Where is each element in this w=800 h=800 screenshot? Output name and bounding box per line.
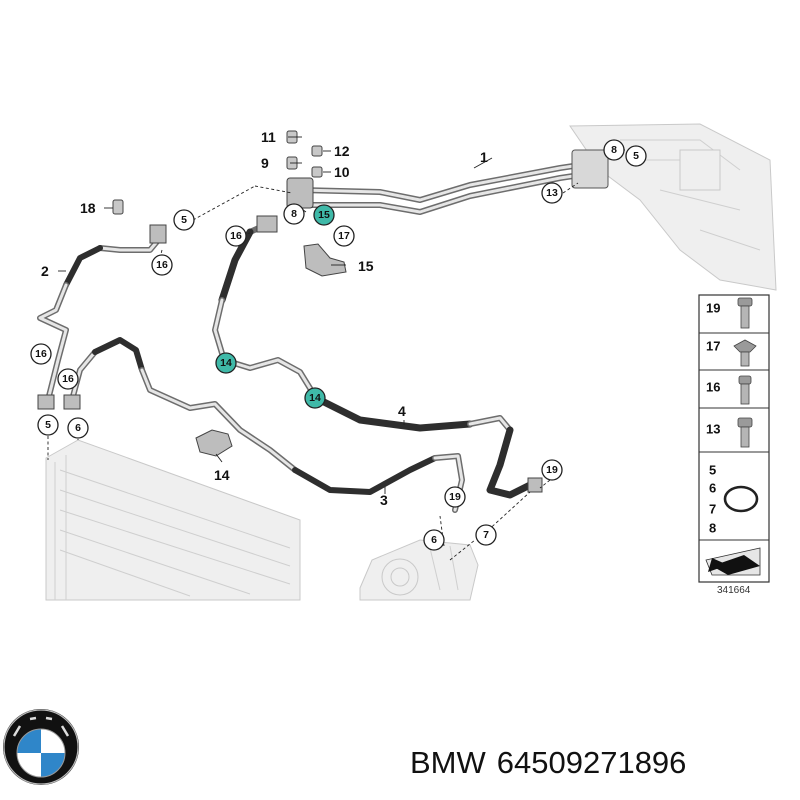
legend-panel: 19 17 16 13 5 6 7 8	[698, 294, 770, 583]
callout-7: 7	[475, 524, 497, 546]
callout-16-left-upper: 16	[151, 254, 173, 276]
label-10: 10	[334, 164, 350, 180]
label-12: 12	[334, 143, 350, 159]
bolt-13-icon	[737, 417, 753, 448]
label-15-bracket: 15	[358, 258, 374, 274]
bracket-14	[195, 429, 233, 457]
callout-14-lower: 14	[304, 387, 326, 409]
svg-text:17: 17	[338, 230, 350, 242]
callout-14-upper: 14	[215, 352, 237, 374]
bolt-19-icon	[737, 297, 753, 329]
leader-lines	[47, 136, 625, 561]
callout-8-top: 8	[283, 203, 305, 225]
svg-text:14: 14	[220, 357, 232, 369]
callout-16-left-lower: 16	[57, 368, 79, 390]
pipe-1	[286, 149, 609, 215]
label-1: 1	[480, 149, 488, 165]
label-18: 18	[80, 200, 96, 216]
callout-13: 13	[541, 182, 563, 204]
callout-19-right: 19	[541, 459, 563, 481]
callout-19-center: 19	[444, 486, 466, 508]
callout-6-compressor: 6	[423, 529, 445, 551]
svg-text:8: 8	[291, 208, 297, 220]
svg-text:14: 14	[309, 392, 321, 404]
label-14-bracket: 14	[214, 467, 230, 483]
callout-5-left: 5	[37, 414, 59, 436]
callout-circles: 5 5 5 6 6 7 8 8	[30, 139, 647, 551]
hose-4	[212, 215, 543, 499]
callout-8-firewall: 8	[603, 139, 625, 161]
label-2: 2	[41, 263, 49, 279]
svg-text:6: 6	[75, 422, 81, 434]
direction-arrow-icon	[705, 547, 761, 576]
part-number: 64509271896	[496, 745, 687, 780]
svg-text:16: 16	[35, 348, 47, 360]
callout-15: 15	[313, 204, 335, 226]
svg-text:16: 16	[230, 230, 242, 242]
svg-text:5: 5	[181, 214, 187, 226]
callout-16-top: 16	[225, 225, 247, 247]
svg-text:6: 6	[431, 534, 437, 546]
callout-17: 17	[333, 225, 355, 247]
callout-16-left: 16	[30, 343, 52, 365]
label-3: 3	[380, 492, 388, 508]
svg-text:19: 19	[546, 464, 558, 476]
svg-text:7: 7	[483, 529, 489, 541]
radiator-ghost	[45, 439, 301, 601]
legend-17: 17	[706, 339, 720, 354]
legend-16: 16	[706, 380, 720, 395]
callout-6-left: 6	[67, 417, 89, 439]
compressor-ghost	[359, 539, 479, 601]
svg-text:16: 16	[62, 373, 74, 385]
reference-number: 341664	[717, 585, 751, 596]
pipe-2	[37, 224, 167, 410]
svg-text:13: 13	[546, 187, 558, 199]
callout-5-top: 5	[173, 209, 195, 231]
bolt-16-icon	[738, 375, 752, 405]
brand-name: BMW	[410, 745, 486, 780]
callout-5-firewall: 5	[625, 145, 647, 167]
part-labels: 1 2 3 4 9 10 11 12 14 15 18	[41, 129, 488, 508]
svg-text:8: 8	[611, 144, 617, 156]
svg-text:19: 19	[449, 491, 461, 503]
svg-text:5: 5	[45, 419, 51, 431]
legend-ring-8: 8	[709, 521, 716, 536]
svg-text:5: 5	[633, 150, 639, 162]
legend-ring-6: 6	[709, 481, 716, 496]
legend-ring-5: 5	[709, 463, 716, 478]
svg-text:15: 15	[318, 209, 330, 221]
legend-19: 19	[706, 301, 720, 316]
label-4: 4	[398, 403, 406, 419]
bmw-roundel-logo	[3, 709, 79, 785]
legend-ring-7: 7	[709, 502, 716, 517]
bracket-15	[303, 243, 347, 277]
firewall-ghost	[569, 123, 777, 291]
o-ring-icon	[723, 485, 759, 513]
part-caption: BMW 64509271896	[410, 738, 795, 788]
svg-text:16: 16	[156, 259, 168, 271]
clip-17-icon	[733, 339, 757, 367]
label-9: 9	[261, 155, 269, 171]
label-11: 11	[261, 129, 276, 145]
legend-13: 13	[706, 422, 720, 437]
